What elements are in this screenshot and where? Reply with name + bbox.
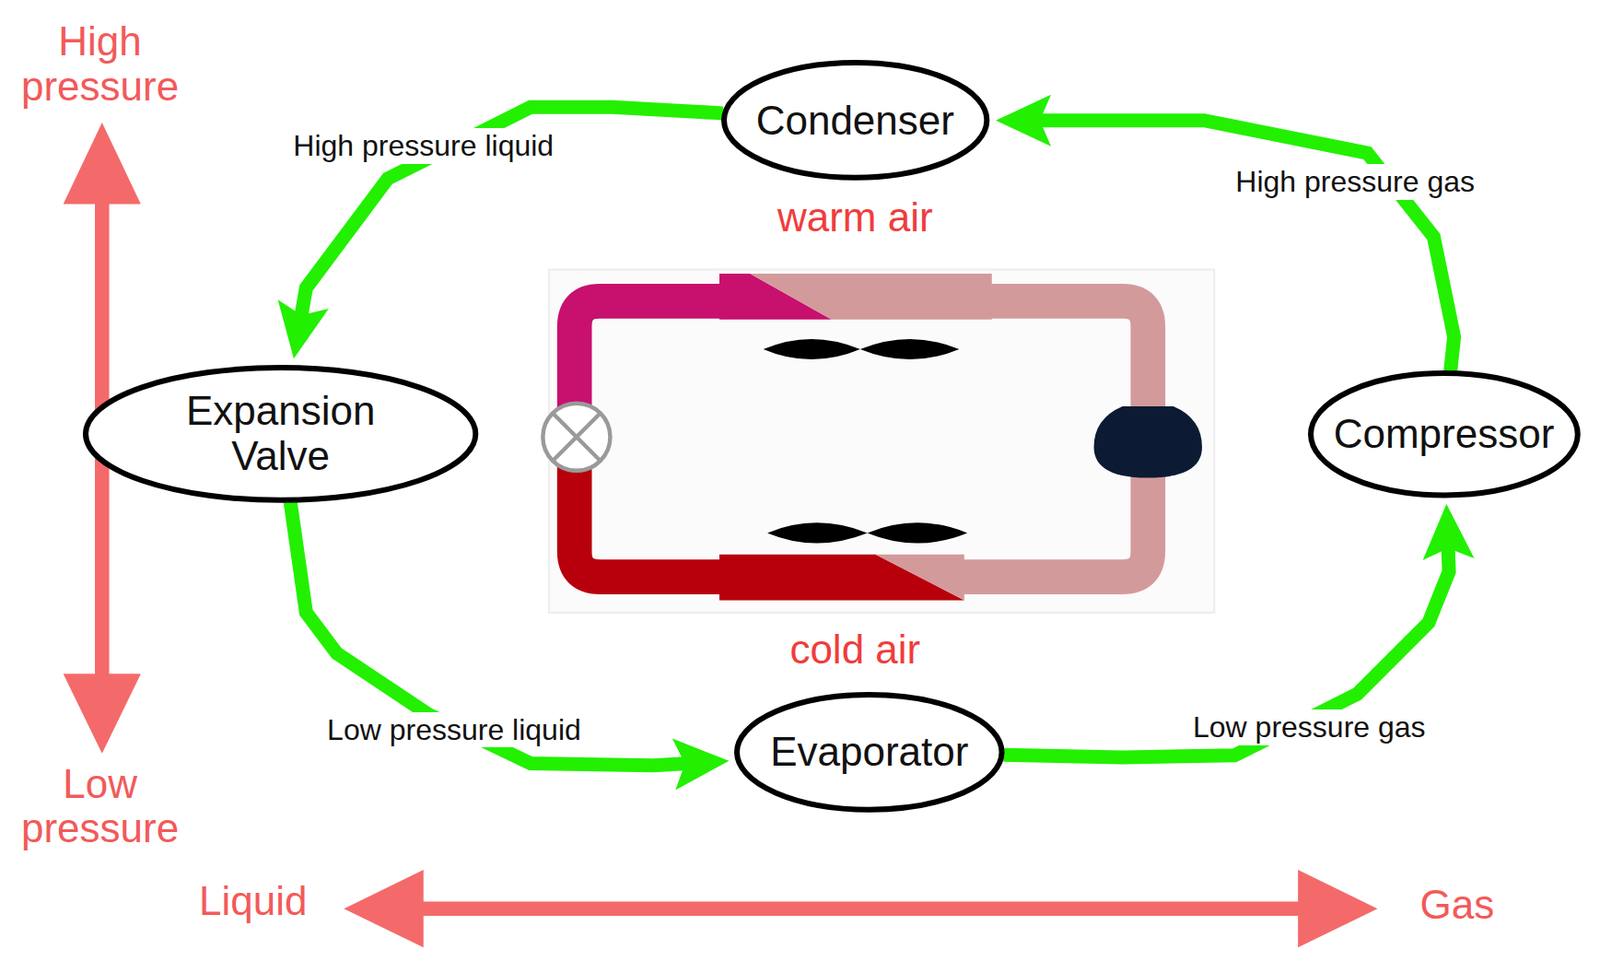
fan-symbol [767, 522, 968, 543]
node-text-group: Condenser [756, 98, 955, 143]
component-name: Expansion Valve [168, 388, 394, 479]
phase-axis-head [343, 869, 423, 947]
ellipse-outline [736, 694, 1003, 810]
flow-arrow [1003, 540, 1449, 758]
axis-label: Low pressure [0, 761, 202, 852]
flow-label: High pressure liquid [288, 128, 559, 164]
pressure-axis-head [63, 673, 141, 753]
axis-label: Gas [1420, 882, 1495, 927]
pressure-axis-head [63, 122, 141, 205]
component-name: Compressor [1333, 411, 1555, 456]
component-name: Evaporator [770, 729, 969, 774]
flow-label: High pressure gas [1230, 163, 1480, 200]
component-ellipse: Compressor [1308, 370, 1581, 498]
compressor-symbol [1094, 406, 1203, 479]
valve-symbol [552, 413, 600, 461]
phase-axis [418, 900, 1303, 916]
node-text-group: Expansion Valve [168, 388, 394, 479]
component-ellipse: Expansion Valve [82, 364, 479, 503]
flow-arrow [1032, 120, 1455, 372]
component-name: Condenser [756, 98, 955, 143]
flow-label: Low pressure gas [1188, 709, 1431, 746]
flow-arrow [290, 502, 692, 766]
component-ellipse: Condenser [721, 59, 990, 181]
evaporator-coil [719, 554, 965, 601]
valve-symbol [542, 403, 610, 471]
component-ellipse: Evaporator [734, 691, 1005, 813]
axis-label: High pressure [0, 19, 202, 109]
ellipse-outline [724, 62, 987, 178]
flow-label: Low pressure liquid [322, 712, 586, 748]
ellipse-outline [85, 367, 476, 501]
air-label: cold air [789, 627, 921, 672]
evaporator-coil [875, 554, 964, 601]
axis-label: Liquid [198, 878, 307, 923]
fan-symbol [763, 338, 960, 360]
phase-axis-head [1297, 869, 1378, 947]
condenser-coil [749, 273, 993, 320]
node-text-group: Evaporator [770, 729, 969, 774]
node-text-group: Compressor [1333, 411, 1555, 456]
illustration-frame [548, 269, 1215, 613]
air-label: warm air [777, 195, 934, 240]
ellipse-outline [1310, 373, 1578, 495]
